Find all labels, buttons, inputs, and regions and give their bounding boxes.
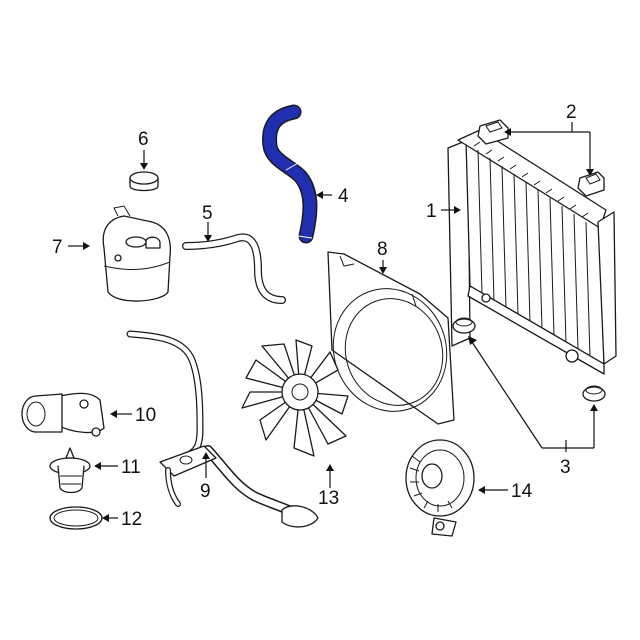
callout-13: 13 xyxy=(318,488,339,509)
callout-1: 1 xyxy=(426,201,437,222)
callout-11: 11 xyxy=(121,457,141,478)
leader-lines xyxy=(68,122,598,522)
thermostat-gasket xyxy=(49,506,103,530)
upper-radiator-hose xyxy=(262,104,318,244)
callout-9: 9 xyxy=(200,481,211,502)
callout-6: 6 xyxy=(138,129,149,150)
callout-3: 3 xyxy=(560,457,571,478)
callout-5: 5 xyxy=(202,203,213,224)
callout-labels: 1 2 3 4 5 6 7 8 9 10 11 12 13 14 xyxy=(52,102,577,530)
heater-hose-assembly xyxy=(126,330,319,528)
overflow-hose xyxy=(182,233,286,304)
fan-blade xyxy=(241,339,349,457)
reservoir-cap xyxy=(129,171,159,192)
callout-7: 7 xyxy=(52,237,63,258)
upper-insulator-mounts xyxy=(477,119,605,197)
callout-14: 14 xyxy=(511,481,533,502)
callout-4: 4 xyxy=(338,186,349,207)
fan-clutch xyxy=(405,439,475,537)
thermostat-housing xyxy=(21,392,105,437)
coolant-reservoir xyxy=(102,205,172,302)
callout-2: 2 xyxy=(566,102,577,123)
callout-10: 10 xyxy=(135,405,156,426)
callout-12: 12 xyxy=(121,509,142,530)
lower-insulator-mounts xyxy=(452,317,606,402)
callout-8: 8 xyxy=(377,239,388,260)
thermostat xyxy=(49,447,91,494)
radiator xyxy=(447,129,617,375)
